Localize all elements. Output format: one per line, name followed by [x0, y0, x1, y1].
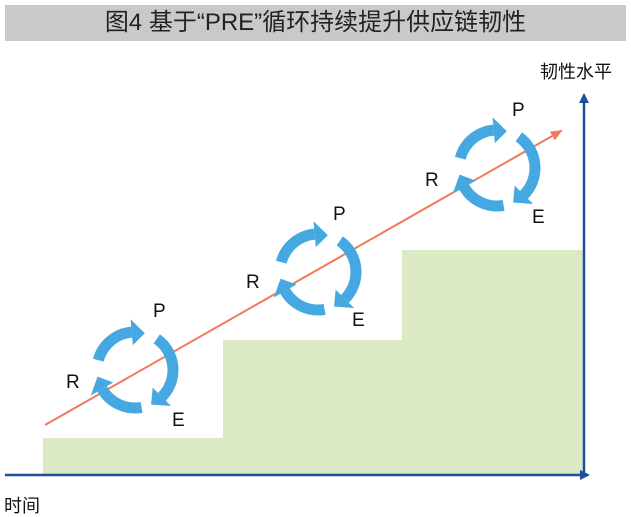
- cycle-1-r-label: R: [66, 372, 80, 393]
- trend-line: [44, 130, 563, 426]
- cycle-2-arrowhead-icon: [273, 278, 297, 298]
- cycle-1-arrowhead-icon: [151, 387, 172, 407]
- cycle-1-arrowhead-icon: [130, 319, 145, 346]
- cycle-2-r-label: R: [246, 272, 260, 293]
- cycle-2-p-label: P: [333, 204, 346, 225]
- cycle-1-p-label: P: [153, 301, 166, 322]
- cycle-3-arrowhead-icon: [513, 185, 534, 205]
- step-1: [43, 438, 223, 475]
- cycle-2-arc-2: [336, 236, 362, 303]
- cycle-1-arc-1: [92, 326, 133, 362]
- cycle-1-e-label: E: [172, 410, 185, 431]
- cycle-1-arrowhead-icon: [90, 376, 114, 396]
- cycle-2-arc-1: [275, 228, 316, 264]
- cycle-2-arrowhead-icon: [334, 289, 355, 309]
- cycle-3-arc-2: [515, 132, 541, 199]
- step-2: [223, 340, 403, 475]
- cycle-3-arc-1: [454, 124, 495, 160]
- cycle-1-arc-2: [153, 334, 179, 401]
- figure-title: 图4 基于“PRE”循环持续提升供应链韧性: [5, 5, 626, 41]
- cycle-3-r-label: R: [425, 170, 439, 191]
- cycle-2-arc-3: [280, 288, 326, 316]
- y-axis-label: 韧性水平: [540, 62, 612, 82]
- cycle-3-e-label: E: [532, 207, 545, 228]
- cycle-3-arc-3: [459, 184, 505, 212]
- cycle-1-arc-3: [97, 386, 143, 414]
- x-axis-label: 时间: [4, 496, 40, 516]
- cycle-2-arrowhead-icon: [313, 221, 328, 248]
- step-3: [402, 250, 583, 475]
- cycle-2-e-label: E: [352, 310, 365, 331]
- cycle-3-arrowhead-icon: [492, 117, 507, 144]
- cycle-3-arrowhead-icon: [452, 174, 476, 194]
- cycle-3-p-label: P: [512, 100, 525, 121]
